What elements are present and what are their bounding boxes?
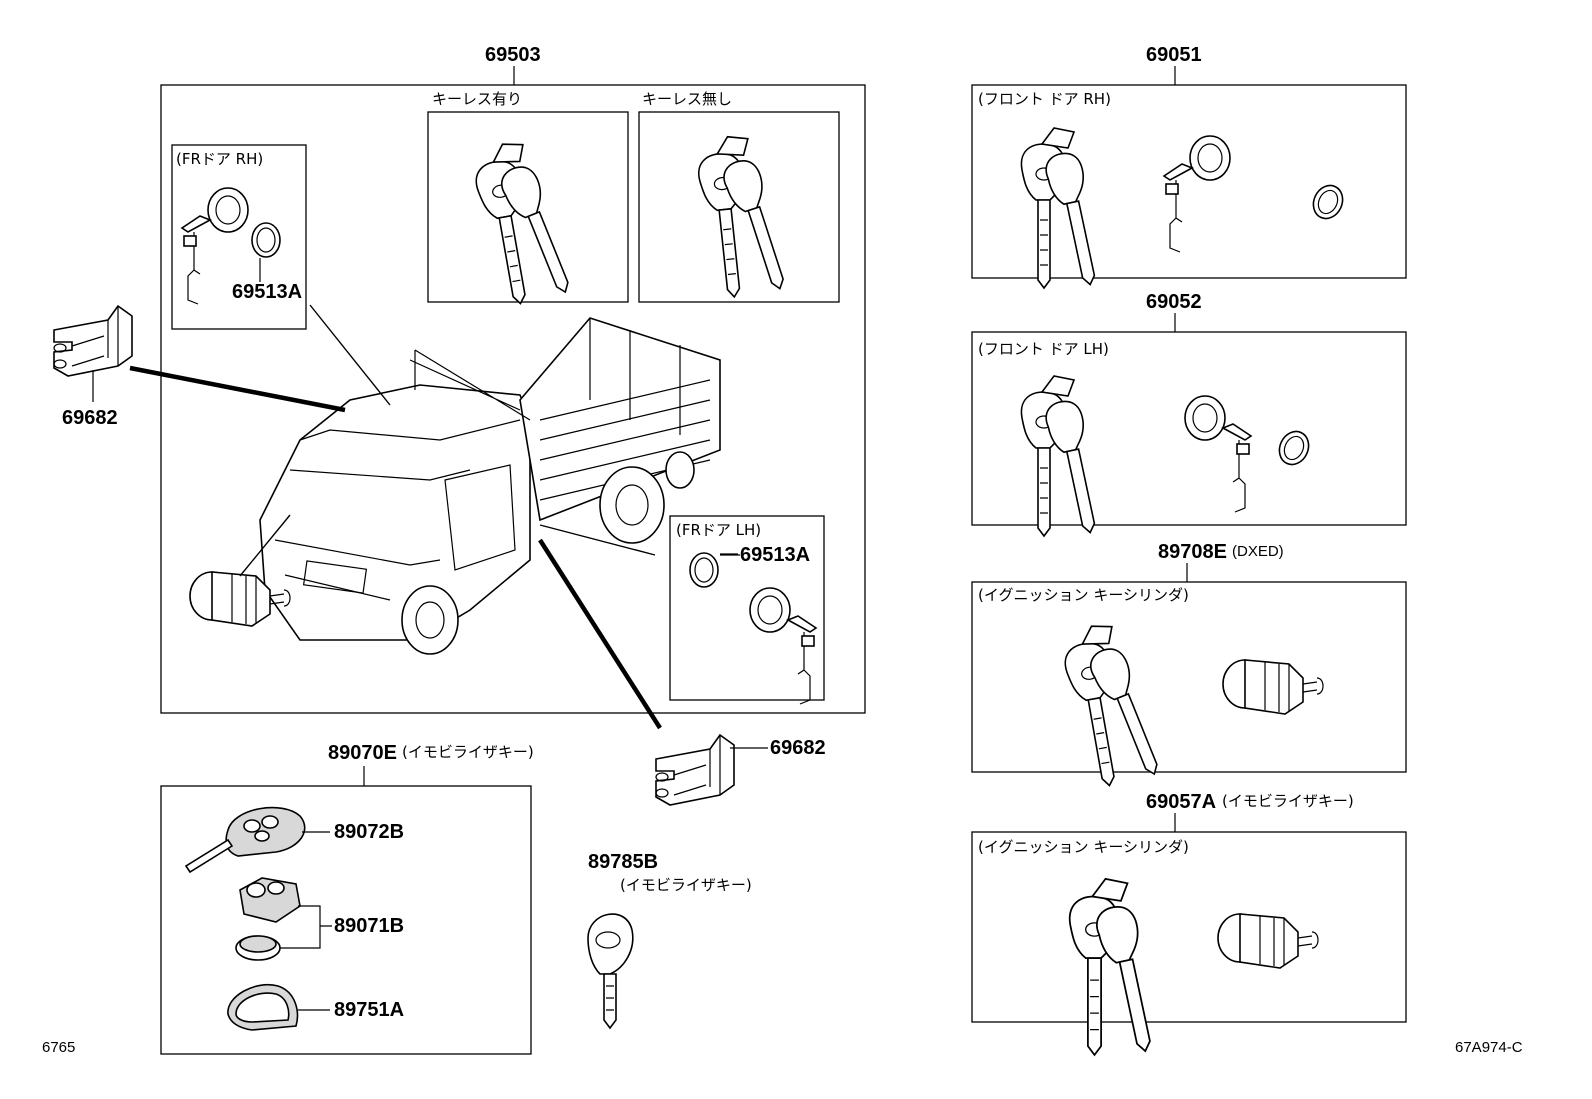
transmitter-89071b bbox=[235, 877, 301, 961]
label-69682-right: 69682 bbox=[770, 737, 826, 759]
label-front-door-rh: (フロント ドア RH) bbox=[978, 90, 1111, 108]
label-89070e: 89070E bbox=[328, 742, 397, 764]
label-89785b: 89785B bbox=[588, 851, 659, 873]
label-69682-left: 69682 bbox=[62, 407, 118, 429]
label-ignition-1: (イグニッション キーシリンダ) bbox=[978, 586, 1189, 604]
label-fr-door-lh: (FRドア LH) bbox=[676, 521, 762, 539]
label-dxed: (DXED) bbox=[1232, 543, 1284, 560]
label-89751a: 89751A bbox=[334, 999, 405, 1021]
immobilizer-key-89785b bbox=[587, 913, 634, 1030]
label-69051: 69051 bbox=[1146, 44, 1202, 66]
label-keyless-no: キーレス無し bbox=[642, 90, 733, 108]
box-69052 bbox=[971, 331, 1407, 526]
label-immobilizer-1: (イモビライザキー) bbox=[1222, 792, 1354, 810]
label-immobilizer-3: (イモビライザキー) bbox=[620, 876, 752, 894]
box-89070e bbox=[160, 785, 532, 1055]
label-front-door-lh: (フロント ドア LH) bbox=[978, 340, 1109, 358]
label-89071b: 89071B bbox=[334, 915, 405, 937]
box-69057a bbox=[971, 831, 1407, 1023]
label-69503: 69503 bbox=[485, 44, 541, 66]
remote-key-89072b bbox=[184, 806, 306, 874]
label-89708e: 89708E bbox=[1158, 541, 1227, 563]
label-69513a-lh: 69513A bbox=[740, 544, 811, 566]
footer-right-code: 67A974-C bbox=[1455, 1039, 1523, 1056]
footer-left-code: 6765 bbox=[42, 1039, 76, 1056]
label-fr-door-rh: (FRドア RH) bbox=[176, 150, 264, 168]
label-69057a: 69057A bbox=[1146, 791, 1217, 813]
label-69513a-rh: 69513A bbox=[232, 281, 303, 303]
case-89751a bbox=[227, 983, 299, 1031]
box-fr-door-lh bbox=[669, 515, 825, 701]
label-89072b: 89072B bbox=[334, 821, 405, 843]
truck-illustration bbox=[259, 317, 721, 655]
box-69051 bbox=[971, 84, 1407, 279]
label-immobilizer-2: (イモビライザキー) bbox=[402, 743, 534, 761]
label-ignition-2: (イグニッション キーシリンダ) bbox=[978, 838, 1189, 856]
box-keyless-no bbox=[638, 111, 840, 303]
label-keyless-yes: キーレス有り bbox=[432, 90, 523, 108]
box-89708e bbox=[971, 581, 1407, 773]
label-69052: 69052 bbox=[1146, 291, 1202, 313]
group-box-69503 bbox=[160, 84, 866, 714]
box-keyless-yes bbox=[427, 111, 629, 303]
box-fr-door-rh bbox=[171, 144, 307, 330]
